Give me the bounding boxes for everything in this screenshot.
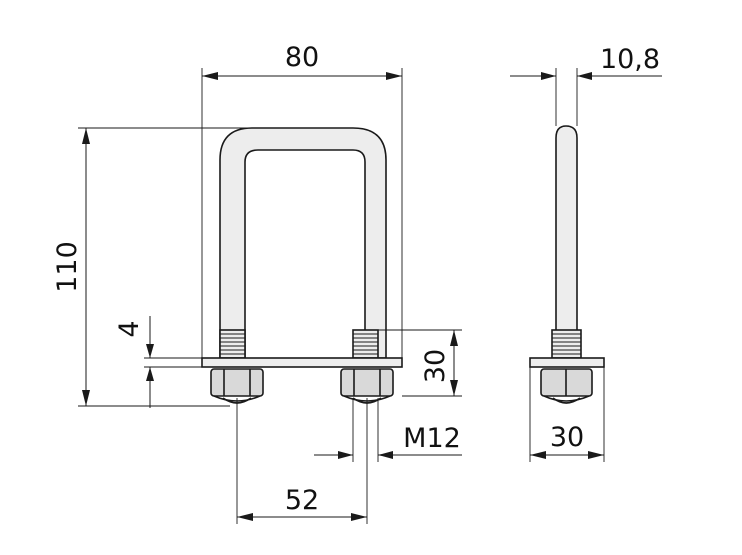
front-view (201, 127, 403, 404)
label-height: 110 (52, 241, 83, 293)
left-thread (219, 329, 246, 359)
side-plate (529, 357, 605, 368)
side-view (529, 125, 605, 404)
side-nut (540, 368, 593, 404)
label-rod-diameter: 10,8 (600, 44, 660, 75)
right-nut (340, 368, 394, 404)
left-nut (210, 368, 264, 404)
dim-rod-diameter: 10,8 (510, 44, 662, 126)
label-width: 80 (285, 42, 319, 73)
label-nut-height: 30 (420, 349, 451, 383)
label-spacing: 52 (285, 485, 319, 516)
dim-spacing: 52 (236, 398, 368, 524)
dim-width: 80 (201, 42, 403, 358)
side-rod (555, 125, 578, 359)
label-thread-size: M12 (403, 423, 461, 454)
dim-nut-height: 30 (378, 329, 462, 397)
dim-plate-depth: 30 (529, 367, 605, 462)
side-thread (551, 329, 582, 359)
u-bolt-body (219, 127, 387, 359)
right-thread (352, 329, 379, 359)
label-thread-length: 4 (114, 320, 145, 337)
dim-height: 110 (52, 127, 252, 407)
label-plate-depth: 30 (550, 422, 584, 453)
dim-thread-length: 4 (114, 316, 202, 408)
dim-thread-size: M12 (314, 398, 462, 462)
clamp-plate (201, 357, 403, 368)
